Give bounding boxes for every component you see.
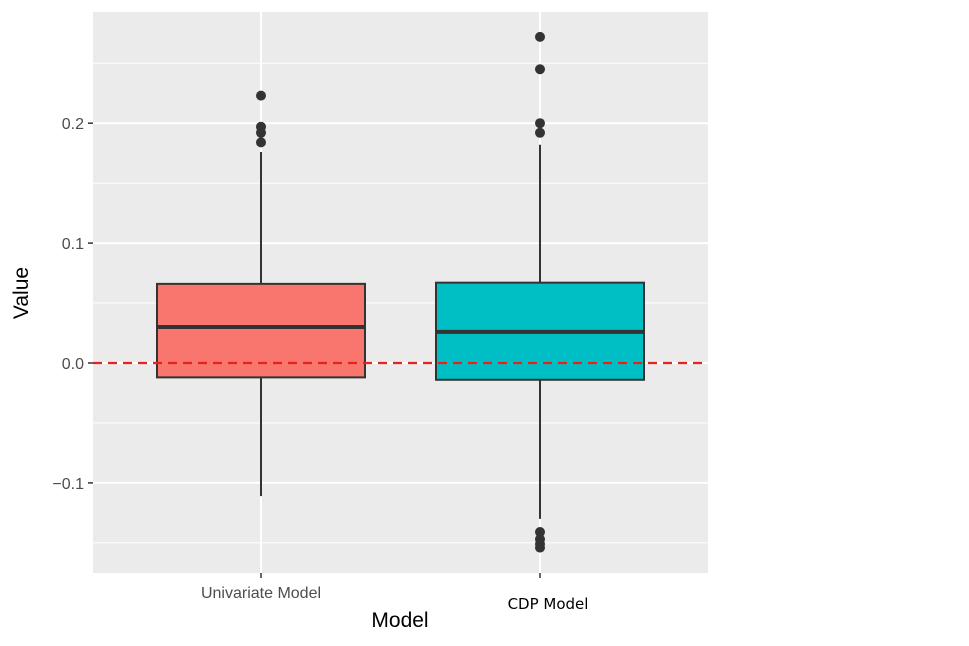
- outlier-point: [535, 127, 545, 138]
- outlier-point: [256, 127, 266, 138]
- outlier-point: [535, 542, 545, 553]
- y-tick-label: 0.2: [62, 116, 84, 133]
- outlier-point: [256, 137, 266, 148]
- x-tick-label: CDP Model: [508, 595, 589, 613]
- outlier-point: [535, 118, 545, 129]
- y-axis-title: Value: [10, 267, 33, 319]
- outlier-point: [535, 31, 545, 42]
- box: [156, 282, 366, 379]
- y-tick-label: 0.1: [62, 236, 84, 253]
- outlier-point: [535, 527, 545, 538]
- y-tick-label: 0.0: [62, 356, 84, 373]
- x-axis-title: Model: [371, 609, 428, 632]
- box-group: [156, 90, 366, 497]
- outlier-point: [256, 90, 266, 101]
- outlier-point: [535, 64, 545, 75]
- x-tick-label: Univariate Model: [201, 585, 321, 602]
- y-tick-label: −0.1: [52, 476, 84, 493]
